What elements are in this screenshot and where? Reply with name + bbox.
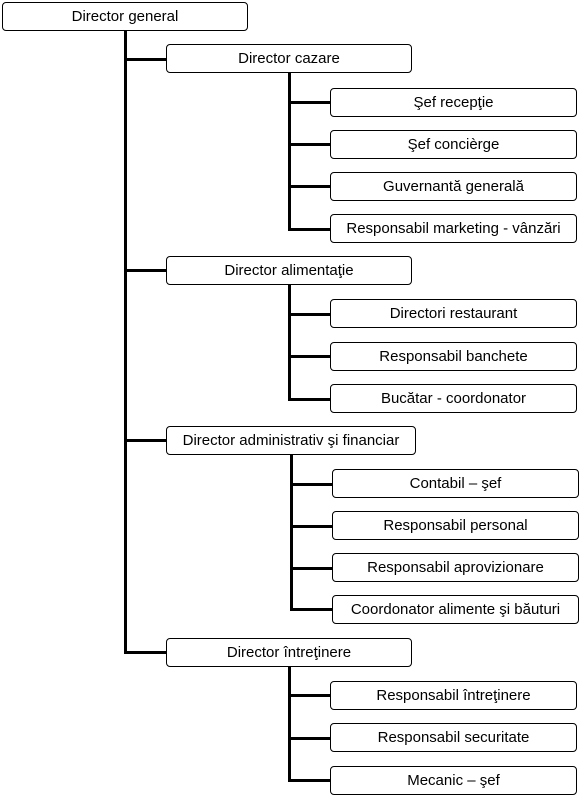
role-box: Guvernantă generală	[330, 172, 577, 201]
role-box: Şef concièrge	[330, 130, 577, 159]
tick-line	[290, 525, 333, 528]
tick-line	[290, 567, 333, 570]
sub-trunk-intretinere	[288, 666, 291, 781]
tick-line	[288, 398, 331, 401]
department-box-alimentatie: Director alimentaţie	[166, 256, 412, 285]
branch-line-intretinere	[124, 651, 167, 654]
role-box: Responsabil securitate	[330, 723, 577, 752]
trunk-line	[124, 30, 127, 653]
department-box-intretinere: Director întreţinere	[166, 638, 412, 667]
tick-line	[288, 313, 331, 316]
sub-trunk-administrativ	[290, 454, 293, 611]
branch-line-cazare	[124, 58, 167, 61]
role-box: Responsabil banchete	[330, 342, 577, 371]
tick-line	[288, 779, 331, 782]
tick-line	[288, 101, 331, 104]
tick-line	[290, 483, 333, 486]
role-box: Mecanic – şef	[330, 766, 577, 795]
tick-line	[288, 228, 331, 231]
tick-line	[288, 143, 331, 146]
root-box: Director general	[2, 2, 248, 31]
role-box: Directori restaurant	[330, 299, 577, 328]
role-box: Responsabil întreţinere	[330, 681, 577, 710]
role-box: Bucătar - coordonator	[330, 384, 577, 413]
role-box: Contabil – şef	[332, 469, 579, 498]
department-box-administrativ: Director administrativ şi financiar	[166, 426, 416, 455]
role-box: Coordonator alimente şi băuturi	[332, 595, 579, 624]
tick-line	[288, 737, 331, 740]
branch-line-alimentatie	[124, 269, 167, 272]
department-box-cazare: Director cazare	[166, 44, 412, 73]
branch-line-administrativ	[124, 439, 167, 442]
tick-line	[290, 608, 333, 611]
role-box: Responsabil marketing - vânzări	[330, 214, 577, 243]
role-box: Şef recepţie	[330, 88, 577, 117]
sub-trunk-alimentatie	[288, 284, 291, 401]
role-box: Responsabil aprovizionare	[332, 553, 579, 582]
tick-line	[288, 355, 331, 358]
sub-trunk-cazare	[288, 72, 291, 231]
role-box: Responsabil personal	[332, 511, 579, 540]
tick-line	[288, 694, 331, 697]
tick-line	[288, 185, 331, 188]
